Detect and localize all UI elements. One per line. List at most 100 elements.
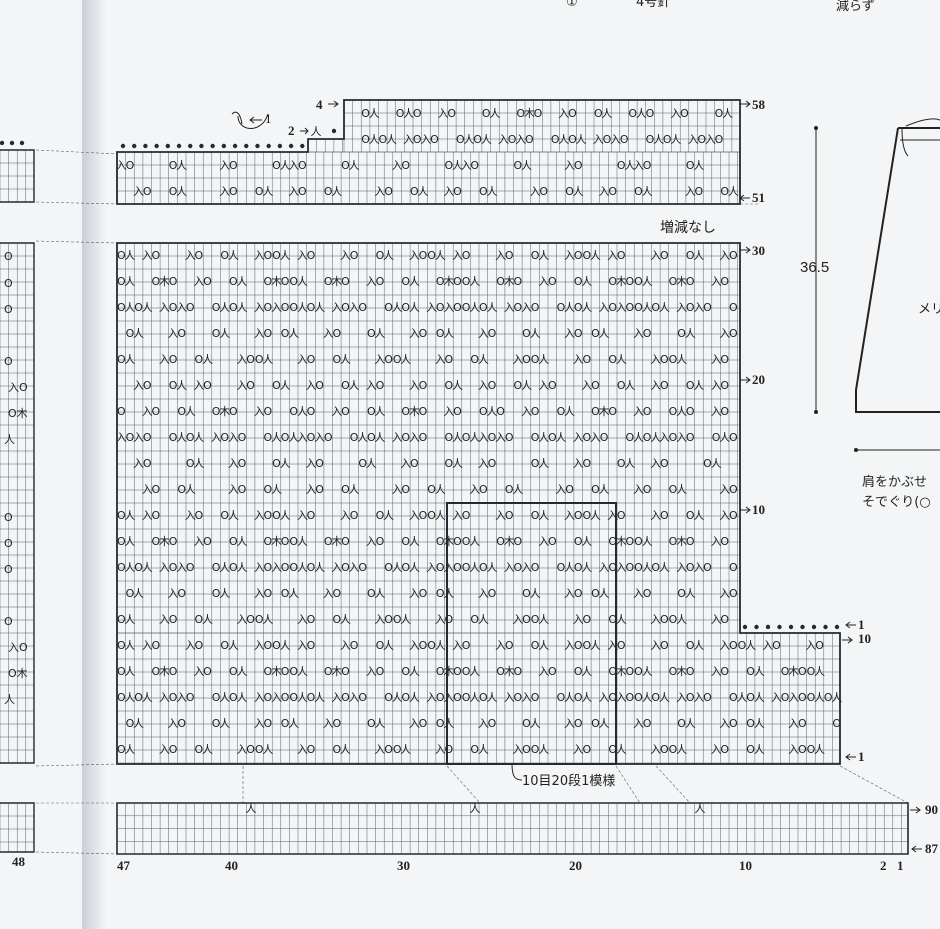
upper-stitch-symbol: 入 (498, 133, 509, 146)
lower-stitch-symbol: O (264, 665, 273, 678)
upper-stitch-symbol: 入 (670, 107, 681, 120)
main-stitch-symbol: O (169, 535, 178, 548)
main-stitch-symbol: O (401, 405, 410, 418)
main-stitch-symbol: O (660, 379, 669, 392)
main-stitch-symbol: 人 (676, 353, 687, 366)
main-stitch-symbol: 入 (409, 327, 420, 340)
main-stitch-symbol: 入 (676, 561, 687, 574)
main-stitch-symbol: O (186, 457, 195, 470)
upper-stitch-symbol: 入 (685, 185, 696, 198)
main-stitch-symbol: 入 (564, 249, 575, 262)
main-stitch-symbol: O (531, 613, 540, 626)
main-stitch-symbol: 入 (521, 561, 532, 574)
bind-off-dot (0, 140, 5, 146)
main-stitch-symbol: 入 (650, 457, 661, 470)
main-stitch-symbol: 人 (236, 275, 247, 288)
main-stitch-symbol: O (479, 301, 488, 314)
main-stitch-symbol: O (608, 275, 617, 288)
upper-stitch-symbol: 人 (331, 185, 342, 198)
lower-stitch-symbol: O (436, 691, 445, 704)
lower-stitch-symbol: O (643, 717, 652, 730)
main-stitch-symbol: 入 (478, 457, 489, 470)
main-stitch-symbol: 人 (685, 587, 696, 600)
upper-stitch-symbol: O (430, 133, 439, 146)
lower-stitch-symbol: 人 (538, 743, 549, 756)
main-stitch-symbol: O (264, 431, 273, 444)
lower-stitch-symbol: 木 (676, 665, 687, 678)
main-stitch-symbol: 木 (159, 535, 170, 548)
upper-stitch-symbol: 人 (489, 107, 500, 120)
main-stitch-symbol: O (220, 249, 229, 262)
main-stitch-symbol: 人 (581, 275, 592, 288)
main-stitch-symbol: O (453, 535, 462, 548)
main-stitch-symbol: 人 (288, 431, 299, 444)
lower-stitch-symbol: O (686, 691, 695, 704)
main-stitch-symbol: 入 (228, 483, 239, 496)
lower-stitch-symbol: O (436, 717, 445, 730)
main-stitch-symbol: O (393, 613, 402, 626)
main-stitch-symbol: O (281, 535, 290, 548)
main-stitch-symbol: 入 (314, 431, 325, 444)
main-stitch-symbol: 入 (452, 509, 463, 522)
main-stitch-symbol: 人 (271, 431, 282, 444)
main-stitch-symbol: 人 (349, 483, 360, 496)
main-stitch-symbol: 入 (305, 379, 316, 392)
main-stitch-symbol: O (203, 379, 212, 392)
main-stitch-symbol: O (686, 379, 695, 392)
main-stitch-symbol: 人 (624, 379, 635, 392)
main-stitch-symbol: O (496, 275, 505, 288)
main-stitch-symbol: O (617, 249, 626, 262)
lower-stitch-symbol: 入 (633, 717, 644, 730)
upper-stitch-symbol: O (361, 133, 370, 146)
bind-off-dot (742, 624, 748, 630)
main-stitch-symbol: 入 (538, 275, 549, 288)
main-stitch-symbol: O (289, 535, 298, 548)
main-stitch-symbol: O (324, 275, 333, 288)
lower-stitch-symbol: 人 (314, 691, 325, 704)
main-stitch-symbol: O (419, 249, 428, 262)
lower-stitch-symbol: O (608, 743, 617, 756)
main-stitch-symbol: O (488, 327, 497, 340)
lower-stitch-symbol: 人 (754, 717, 765, 730)
upper-stitch-symbol: 入 (438, 107, 449, 120)
lower-stitch-symbol: 人 (400, 743, 411, 756)
main-stitch-symbol: O (264, 587, 273, 600)
main-stitch-symbol: 入 (366, 535, 377, 548)
lower-stitch-symbol: 木 (504, 665, 515, 678)
lower-stitch-symbol: O (591, 717, 600, 730)
main-stitch-symbol: O (591, 587, 600, 600)
lower-stitch-symbol: O (746, 717, 755, 730)
upper-stitch-symbol: O (634, 185, 643, 198)
lower-stitch-symbol: 入 (374, 743, 385, 756)
bind-off-dot (199, 143, 204, 149)
main-stitch-symbol: 人 (659, 561, 670, 574)
lower-stitch-symbol: 人 (443, 717, 454, 730)
main-stitch-symbol: O (557, 561, 566, 574)
lower-stitch-symbol: 人 (814, 665, 825, 678)
main-stitch-symbol: O (341, 405, 350, 418)
main-stitch-symbol: O (281, 431, 290, 444)
main-stitch-symbol: 人 (193, 457, 204, 470)
main-stitch-symbol: 入 (254, 327, 265, 340)
left-page-stitch: 入O (8, 641, 28, 654)
lower-stitch-symbol: O (617, 639, 626, 652)
main-stitch-symbol: 人 (340, 613, 351, 626)
main-stitch-symbol: 入 (331, 561, 342, 574)
row-label-87: 87 (925, 841, 939, 856)
lower-stitch-symbol: 入 (564, 639, 575, 652)
main-stitch-symbol: O (574, 509, 583, 522)
main-stitch-symbol: 入 (521, 405, 532, 418)
lower-stitch-symbol: O (574, 717, 583, 730)
lower-stitch-symbol: O (522, 743, 531, 756)
main-stitch-symbol: O (117, 561, 126, 574)
lower-stitch-symbol: 人 (530, 717, 541, 730)
main-stitch-symbol: O (634, 535, 643, 548)
row-label-90: 90 (925, 802, 938, 817)
left-page-label-48: 48 (12, 854, 26, 869)
main-stitch-symbol: O (229, 301, 238, 314)
bind-off-dot (255, 143, 260, 149)
main-stitch-symbol: 入 (633, 587, 644, 600)
main-stitch-symbol: O (419, 431, 428, 444)
main-stitch-symbol: O (238, 431, 247, 444)
main-stitch-symbol: 人 (124, 535, 135, 548)
